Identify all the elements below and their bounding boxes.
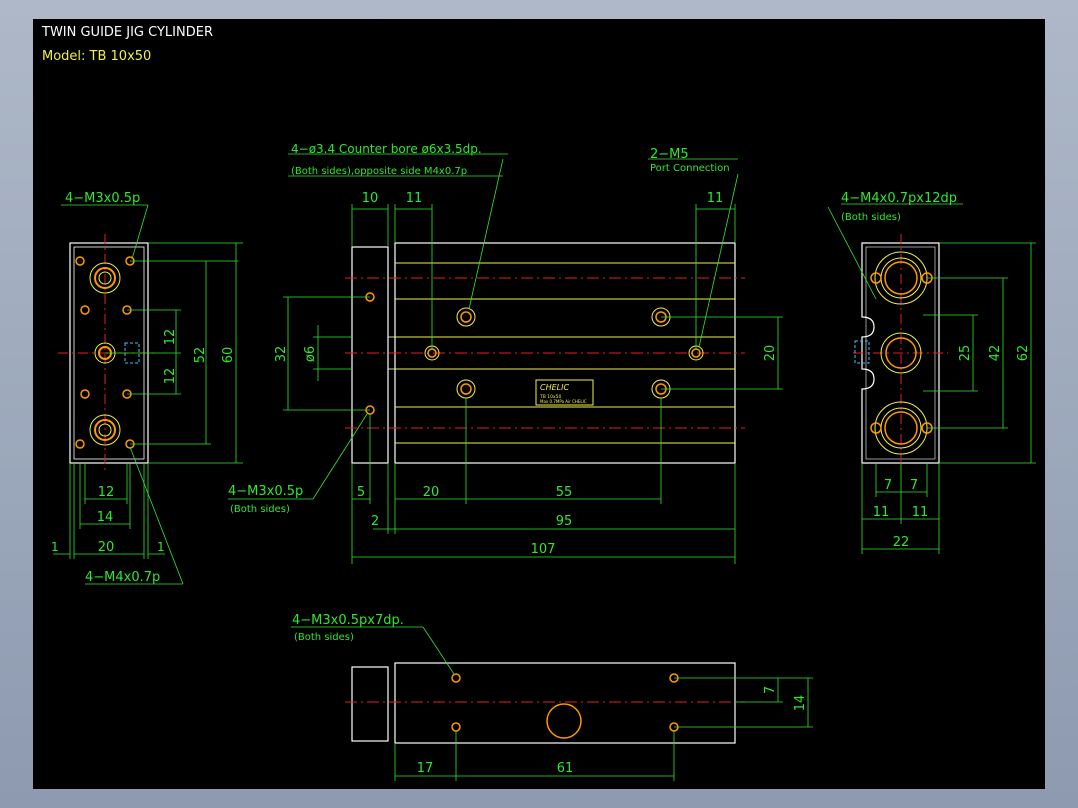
dim-left-12a: 12 bbox=[163, 329, 178, 346]
dim-front-dia6: ø6 bbox=[303, 346, 318, 362]
dim-front-95: 95 bbox=[556, 514, 573, 529]
dim-front-20v: 20 bbox=[763, 345, 778, 362]
front-bottom-note: (Both sides) bbox=[230, 504, 290, 515]
dim-front-20: 20 bbox=[423, 485, 440, 500]
nameplate-line1: TB 10x50 bbox=[539, 394, 562, 400]
right-rod-hole bbox=[880, 332, 922, 374]
front-body-features bbox=[395, 262, 735, 444]
front-nameplate: CHELIC TB 10x50 Max 0.7MPa Air CHELIC bbox=[535, 379, 594, 406]
cad-drawing: TWIN GUIDE JIG CYLINDER Model: TB 10x50 bbox=[41, 25, 1036, 781]
dim-front-5: 5 bbox=[357, 485, 365, 500]
left-bottom-callout: 4−M4x0.7p bbox=[85, 570, 160, 585]
dim-right-7b: 7 bbox=[910, 478, 918, 493]
dim-left-52: 52 bbox=[193, 347, 208, 364]
front-bottom-callout: 4−M3x0.5p bbox=[228, 484, 303, 499]
dim-right-11b: 11 bbox=[912, 505, 929, 520]
front-view: CHELIC TB 10x50 Max 0.7MPa Air CHELIC bbox=[228, 142, 783, 564]
dim-front-32: 32 bbox=[274, 346, 289, 363]
bottom-center-hole bbox=[546, 703, 582, 739]
bottom-view-callout: 4−M3x0.5px7dp. bbox=[292, 613, 404, 628]
dim-right-7a: 7 bbox=[884, 478, 892, 493]
counterbore-callout: 4−ø3.4 Counter bore ø6x3.5dp. bbox=[291, 142, 482, 156]
front-holes bbox=[365, 292, 704, 415]
left-tapped-holes bbox=[75, 256, 135, 449]
dim-left-w14: 14 bbox=[97, 510, 114, 525]
dim-left-w12: 12 bbox=[98, 485, 115, 500]
right-note: (Both sides) bbox=[841, 212, 901, 223]
counterbore-note: (Both sides),opposite side M4x0.7p bbox=[291, 166, 467, 177]
dim-front-11b: 11 bbox=[707, 191, 724, 206]
dim-left-w20: 20 bbox=[98, 540, 115, 555]
dim-front-11a: 11 bbox=[406, 191, 423, 206]
bottom-view-note: (Both sides) bbox=[294, 632, 354, 643]
dim-right-25: 25 bbox=[958, 345, 973, 362]
front-dimension-lines bbox=[228, 153, 783, 564]
right-dimension-lines bbox=[827, 203, 1036, 554]
cad-canvas: TWIN GUIDE JIG CYLINDER Model: TB 10x50 bbox=[33, 19, 1045, 789]
nameplate-line2: Max 0.7MPa Air CHELIC bbox=[540, 399, 587, 404]
dim-bot-17: 17 bbox=[417, 761, 434, 776]
dim-right-62: 62 bbox=[1016, 345, 1031, 362]
right-port-hidden bbox=[854, 340, 870, 364]
left-top-callout: 4−M3x0.5p bbox=[65, 191, 140, 206]
dim-front-2: 2 bbox=[371, 514, 379, 529]
left-end-view: 4−M3x0.5p 4−M4x0.7p 12 12 52 60 12 14 20… bbox=[51, 191, 243, 585]
dim-front-10: 10 bbox=[362, 191, 379, 206]
port-note: Port Connection bbox=[650, 163, 730, 174]
left-dimension-lines bbox=[53, 204, 243, 585]
model-label: Model: TB 10x50 bbox=[42, 49, 151, 64]
bottom-end-plate bbox=[351, 666, 389, 742]
left-guide-hole-top bbox=[89, 262, 121, 294]
dim-right-22: 22 bbox=[893, 535, 910, 550]
nameplate-brand: CHELIC bbox=[540, 383, 569, 392]
drawing-title: TWIN GUIDE JIG CYLINDER bbox=[41, 25, 213, 40]
dim-bot-61: 61 bbox=[557, 761, 574, 776]
port-callout: 2−M5 bbox=[650, 147, 689, 162]
bottom-dimension-lines bbox=[291, 626, 813, 781]
dim-bot-7: 7 bbox=[763, 686, 778, 694]
right-end-view: 4−M4x0.7px12dp (Both sides) 25 42 62 7 7… bbox=[827, 191, 1036, 554]
dim-left-12b: 12 bbox=[163, 368, 178, 385]
dim-bot-14: 14 bbox=[793, 695, 808, 712]
dim-left-60: 60 bbox=[221, 347, 236, 364]
dim-right-42: 42 bbox=[988, 345, 1003, 362]
dim-left-1a: 1 bbox=[51, 540, 59, 554]
right-body-outline bbox=[861, 242, 940, 464]
dim-right-11a: 11 bbox=[873, 505, 890, 520]
bottom-view: 4−M3x0.5px7dp. (Both sides) 7 14 17 61 bbox=[291, 613, 813, 781]
dim-front-107: 107 bbox=[531, 542, 556, 557]
left-guide-hole-bottom bbox=[89, 414, 121, 446]
right-top-callout: 4−M4x0.7px12dp bbox=[841, 191, 957, 206]
dim-left-1b: 1 bbox=[157, 540, 165, 554]
dim-front-55: 55 bbox=[556, 485, 573, 500]
bottom-cylinder-body bbox=[394, 662, 736, 744]
